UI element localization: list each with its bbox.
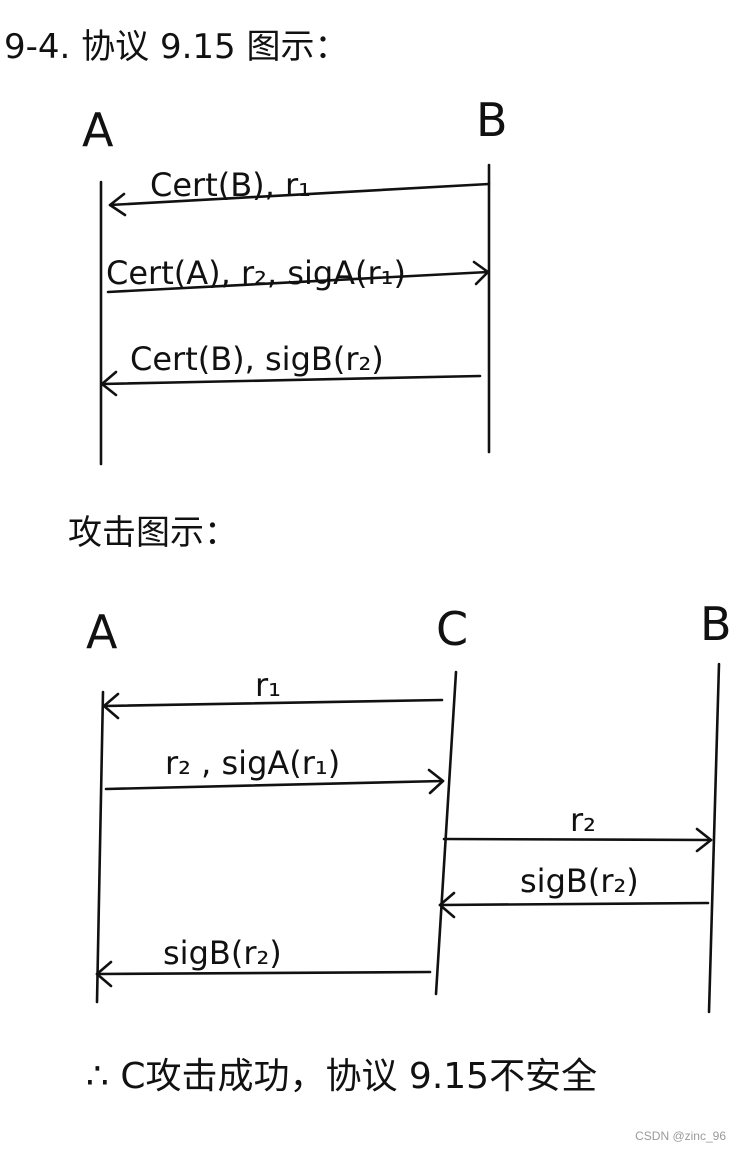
message-arrow [106, 270, 490, 294]
party-label-a: A [82, 103, 114, 157]
message-arrow [95, 970, 432, 976]
arrowhead-right [472, 260, 490, 286]
lifeline-a [95, 690, 105, 1004]
arrowhead-left [108, 192, 127, 217]
party-label-b: B [700, 597, 732, 651]
message-label: sigB(r₂) [520, 862, 639, 900]
party-label-c: C [436, 602, 468, 656]
message-arrow [104, 779, 445, 791]
arrowhead-right [695, 827, 713, 853]
party-label-b: B [476, 93, 508, 147]
attack-diagram: A C B r₁ r₂ , sigA(r₁) r₂ sigB(r₂) sigB(… [86, 597, 732, 1014]
conclusion-text: ∴ C攻击成功，协议 9.15不安全 [86, 1056, 597, 1097]
arrowhead-left [438, 891, 456, 919]
arrowhead-left [100, 370, 118, 397]
message-label: r₁ [255, 666, 281, 704]
message-arrow [438, 901, 710, 907]
arrowhead-right [427, 768, 445, 795]
message-arrow [102, 698, 444, 708]
message-label: Cert(B), sigB(r₂) [130, 340, 384, 378]
message-label: r₂ , sigA(r₁) [165, 744, 340, 782]
message-arrow [108, 182, 491, 207]
lifeline-c [434, 670, 458, 996]
message-label: Cert(A), r₂, sigA(r₁) [106, 254, 406, 292]
protocol-diagram: A B Cert(B), r₁ Cert(A), r₂, sigA(r₁) Ce… [82, 93, 508, 466]
watermark-text: CSDN @zinc_96 [635, 1129, 726, 1143]
message-arrow [100, 374, 482, 386]
message-label: sigB(r₂) [163, 934, 282, 972]
arrowhead-left [102, 692, 120, 720]
message-label: r₂ [570, 801, 596, 839]
attack-heading: 攻击图示： [68, 513, 238, 553]
arrowhead-left [95, 960, 113, 988]
page-heading: 9-4. 协议 9.15 图示： [4, 27, 348, 67]
lifeline-b [707, 662, 721, 1014]
message-arrow [442, 837, 713, 842]
party-label-a: A [86, 605, 118, 659]
